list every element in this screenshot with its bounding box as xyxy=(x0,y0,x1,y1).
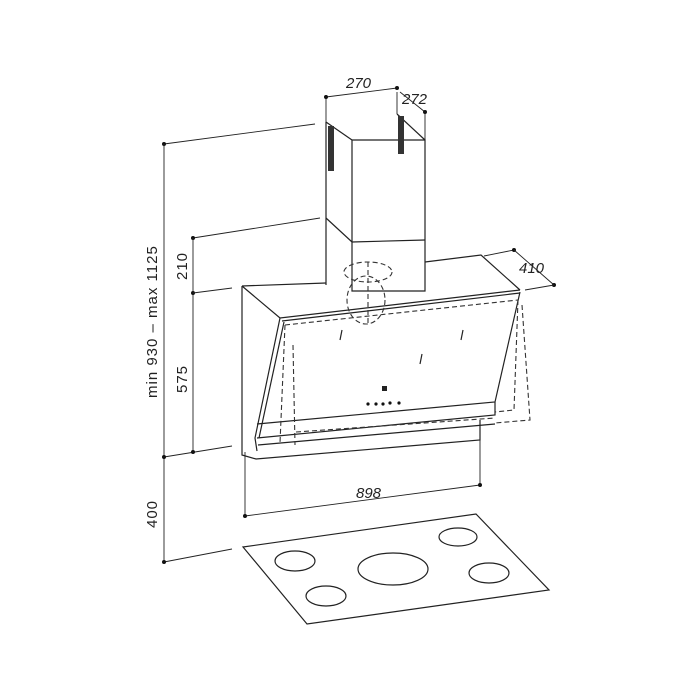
vent-slot xyxy=(328,126,334,171)
dim-hood-height: 575 xyxy=(174,365,191,393)
dim-hood-depth: 410 xyxy=(519,260,545,277)
dim-hob-clearance: 400 xyxy=(144,500,161,528)
logo-mark xyxy=(382,386,387,391)
vent-slot xyxy=(398,116,404,154)
dim-chimney-depth: 272 xyxy=(401,91,428,108)
hood-body xyxy=(241,254,531,460)
cooktop xyxy=(241,513,551,625)
burner xyxy=(438,527,478,547)
dim-chimney-width: 270 xyxy=(345,75,372,92)
burner xyxy=(274,550,316,572)
burner xyxy=(468,562,510,584)
burner xyxy=(305,585,347,607)
dim-total-height: min 930 – max 1125 xyxy=(144,245,161,398)
chimney xyxy=(325,92,426,292)
dimension-lines xyxy=(162,86,556,564)
dim-hood-width: 898 xyxy=(356,485,382,502)
dim-lower-chimney: 210 xyxy=(174,252,191,280)
control-buttons xyxy=(366,401,401,406)
burner xyxy=(357,552,429,586)
